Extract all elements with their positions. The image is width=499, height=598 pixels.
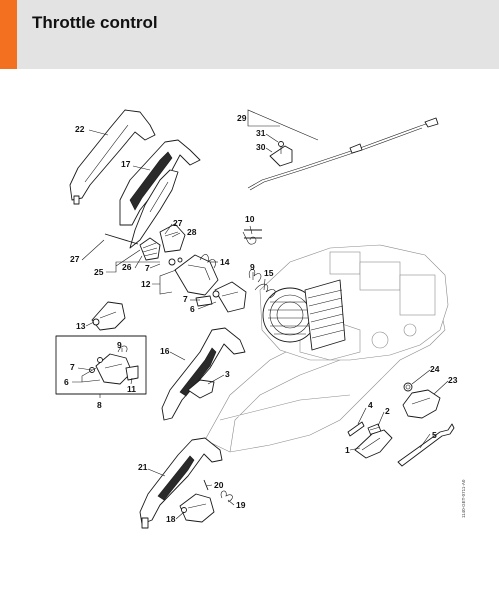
callout-10: 10 — [245, 214, 255, 224]
exploded-parts-diagram: 22 17 27 28 27 25 26 7 10 14 9 15 12 7 6… — [55, 109, 458, 529]
callout-20: 20 — [214, 480, 224, 490]
part-29-throttle-cable — [247, 117, 439, 191]
leader-lines — [72, 109, 449, 520]
callout-12: 12 — [141, 279, 151, 289]
callout-5: 5 — [432, 430, 437, 440]
callout-27-lower: 27 — [70, 254, 80, 264]
part-5-rod — [397, 423, 455, 467]
engine-block — [259, 244, 449, 361]
callout-7-middle: 7 — [183, 294, 188, 304]
callout-2: 2 — [385, 406, 390, 416]
callout-3: 3 — [225, 369, 230, 379]
part-4-pin — [347, 421, 365, 437]
callout-13: 13 — [76, 321, 86, 331]
callout-6-lower: 6 — [64, 377, 69, 387]
callout-1: 1 — [345, 445, 350, 455]
part-19-spring — [220, 490, 233, 503]
part-8-boxed-subassembly — [55, 335, 147, 395]
callout-11: 11 — [127, 384, 136, 394]
callout-16: 16 — [160, 346, 170, 356]
page-title: Throttle control — [32, 13, 158, 32]
part-3-catch — [187, 379, 215, 399]
part-12-lever-group — [168, 254, 219, 296]
callout-27-upper: 27 — [173, 218, 183, 228]
part-16-rear-handle — [161, 327, 246, 421]
callout-24: 24 — [430, 364, 440, 374]
callout-8: 8 — [97, 400, 102, 410]
accent-stripe — [0, 0, 17, 69]
callout-23: 23 — [448, 375, 458, 385]
callout-25: 25 — [94, 267, 104, 277]
cylinder-fins — [304, 279, 346, 351]
part-9-spring — [248, 269, 262, 283]
document-code: 1140-GET-0711-A0 — [461, 479, 466, 518]
callout-15: 15 — [264, 268, 274, 278]
part-6-lever — [195, 281, 247, 313]
callout-4: 4 — [368, 400, 373, 410]
callout-18: 18 — [166, 514, 176, 524]
callout-6-upper: 6 — [190, 304, 195, 314]
callout-7-upper: 7 — [145, 263, 150, 273]
part-13-bracket — [91, 301, 126, 331]
part-21-lower-handle — [139, 437, 223, 529]
part-23-trigger-lever — [402, 382, 441, 419]
callout-21: 21 — [138, 462, 148, 472]
callout-9-upper: 9 — [250, 262, 255, 272]
part-20-pin — [203, 479, 209, 491]
callout-labels: 22 17 27 28 27 25 26 7 10 14 9 15 12 7 6… — [64, 113, 458, 524]
callout-28: 28 — [187, 227, 197, 237]
part-1-throttle-lever — [354, 429, 393, 459]
callout-30: 30 — [256, 142, 266, 152]
callout-22: 22 — [75, 124, 85, 134]
callout-31: 31 — [256, 128, 266, 138]
callout-26: 26 — [122, 262, 132, 272]
header-bar: Throttle control — [0, 0, 499, 69]
part-22-handle-cover — [69, 109, 156, 205]
callout-19: 19 — [236, 500, 246, 510]
part-10-spring — [242, 229, 262, 245]
part-25-throttle-trigger-group — [104, 169, 186, 261]
callout-14: 14 — [220, 257, 230, 267]
callout-7-lower: 7 — [70, 362, 75, 372]
callout-29: 29 — [237, 113, 247, 123]
callout-9-lower: 9 — [117, 340, 122, 350]
callout-17: 17 — [121, 159, 131, 169]
part-18-lever-assembly — [179, 493, 215, 523]
